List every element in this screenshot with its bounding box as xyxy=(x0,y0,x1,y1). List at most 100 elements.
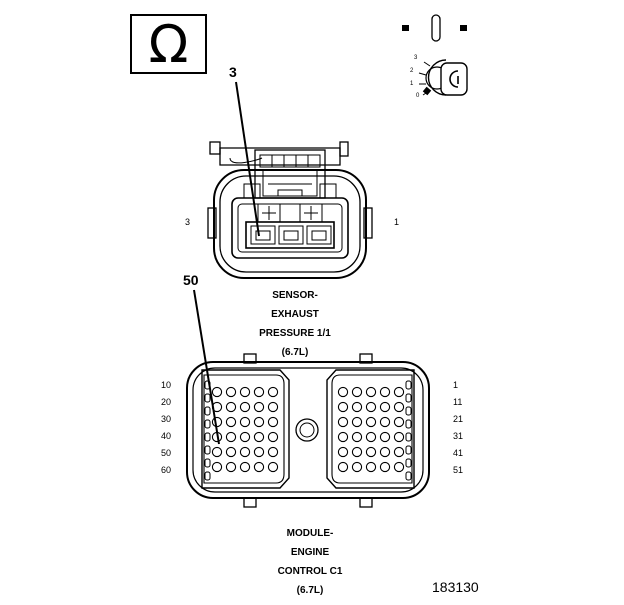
ecm-pin-cavity xyxy=(225,431,237,443)
ecm-pin-cavity xyxy=(225,461,237,473)
ecm-pin-cavity xyxy=(351,461,363,473)
ecm-caption-line-1: MODULE- xyxy=(286,528,334,539)
ecm-pin-cavity xyxy=(337,401,349,413)
ecm-pin-cavity xyxy=(239,446,251,458)
ecm-right-row-label: 21 xyxy=(453,414,464,424)
ignition-position-3: 3 xyxy=(414,55,418,61)
ecm-pin-cavity xyxy=(379,431,391,443)
sensor-terminal-contact xyxy=(255,230,271,241)
ecm-pin-cavity xyxy=(253,401,265,413)
sensor-terminal-cavity xyxy=(250,225,276,245)
sensor-caption-line-4: (6.7L) xyxy=(281,347,309,358)
ignition-position-0: 0 xyxy=(416,93,420,99)
ecm-right-row-label: 51 xyxy=(453,465,464,475)
sensor-terminal-contact xyxy=(311,230,327,241)
ecm-pin-cavity xyxy=(239,431,251,443)
ecm-pin-cavity xyxy=(253,386,265,398)
ecm-pin-cavity xyxy=(253,431,265,443)
ecm-side-slot xyxy=(204,393,211,403)
ecm-pin-cavity xyxy=(211,386,223,398)
sensor-connector-face xyxy=(207,141,373,279)
ecm-pin-cavity xyxy=(351,386,363,398)
ecm-pin-cavity xyxy=(225,416,237,428)
ecm-left-row-label: 30 xyxy=(161,414,172,424)
callout-sensor-pin-3: 3 xyxy=(229,64,237,80)
ecm-right-row-label: 1 xyxy=(453,380,459,390)
ecm-pin-cavity xyxy=(365,431,377,443)
ecm-side-slot xyxy=(405,406,412,416)
ecm-pin-cavity xyxy=(267,461,279,473)
ignition-switch-icon xyxy=(402,14,468,96)
ecm-pin-cavity xyxy=(239,416,251,428)
ecm-right-row-label: 11 xyxy=(453,397,463,407)
ecm-pin-cavity xyxy=(267,386,279,398)
sensor-terminal-cavity xyxy=(278,225,304,245)
ecm-pin-cavity xyxy=(337,416,349,428)
ecm-side-slot xyxy=(204,432,211,442)
sensor-terminal-contact xyxy=(283,230,299,241)
ecm-pin-cavity xyxy=(225,446,237,458)
sensor-connector-caption: SENSOR- EXHAUST PRESSURE 1/1 (6.7L) xyxy=(230,286,360,362)
ecm-pin-cavity xyxy=(225,401,237,413)
ecm-pin-cavity xyxy=(337,461,349,473)
ecm-caption-line-3: CONTROL C1 xyxy=(277,566,343,577)
sensor-caption-line-3: PRESSURE 1/1 xyxy=(259,328,331,339)
ecm-side-slot xyxy=(405,380,412,390)
ecm-left-row-label: 50 xyxy=(161,448,172,458)
ecm-pin-cavity xyxy=(211,416,223,428)
ecm-pin-cavity xyxy=(351,446,363,458)
ecm-right-row-label: 41 xyxy=(453,448,464,458)
ecm-pin-cavity xyxy=(379,461,391,473)
ecm-pin-cavity xyxy=(253,416,265,428)
ecm-side-slot xyxy=(204,406,211,416)
ecm-pin-cavity xyxy=(337,386,349,398)
ecm-connector-caption: MODULE- ENGINE CONTROL C1 (6.7L) xyxy=(245,524,375,600)
ecm-pin-cavity xyxy=(211,446,223,458)
ecm-pin-cavity xyxy=(267,416,279,428)
ecm-pin-cavity xyxy=(365,446,377,458)
ecm-pin-cavity xyxy=(379,401,391,413)
ecm-left-row-label: 20 xyxy=(161,397,172,407)
ecm-pin-cavity xyxy=(393,431,405,443)
ecm-left-row-label: 40 xyxy=(161,431,172,441)
callout-ecm-pin-50: 50 xyxy=(183,272,199,288)
ecm-side-slot xyxy=(405,471,412,481)
ecm-pin-cavity xyxy=(351,431,363,443)
ecm-side-slot xyxy=(204,471,211,481)
ecm-pin-cavity xyxy=(239,386,251,398)
ecm-pin-cavity xyxy=(267,431,279,443)
ecm-pin-cavity xyxy=(393,401,405,413)
ecm-side-slot xyxy=(204,445,211,455)
ecm-pin-cavity xyxy=(211,461,223,473)
figure-id: 183130 xyxy=(432,579,479,595)
sensor-caption-line-1: SENSOR- xyxy=(272,290,318,301)
ecm-pin-cavity xyxy=(267,401,279,413)
ecm-pin-cavity xyxy=(337,446,349,458)
ecm-side-slot xyxy=(405,445,412,455)
ecm-side-slot xyxy=(405,419,412,429)
ecm-caption-line-2: ENGINE xyxy=(290,547,330,558)
callout-leaders xyxy=(193,81,260,445)
ecm-pin-cavity xyxy=(365,461,377,473)
ecm-right-row-label: 31 xyxy=(453,431,464,441)
ignition-position-2: 2 xyxy=(410,68,414,74)
ohm-symbol: Ω xyxy=(149,15,189,75)
ecm-pin-cavity xyxy=(225,386,237,398)
ecm-side-slot xyxy=(204,458,211,468)
ecm-side-slot xyxy=(204,419,211,429)
ohmmeter-icon: Ω xyxy=(130,14,207,75)
ecm-caption-line-4: (6.7L) xyxy=(296,585,324,596)
ecm-pin-cavity xyxy=(379,446,391,458)
ecm-pin-cavity xyxy=(365,386,377,398)
ecm-connector-face xyxy=(186,353,430,508)
ecm-pin-cavity xyxy=(351,416,363,428)
ecm-left-row-label: 60 xyxy=(161,465,172,475)
ecm-pin-cavity xyxy=(379,386,391,398)
sensor-left-pin-label: 3 xyxy=(185,217,191,227)
ecm-pin-cavity xyxy=(239,401,251,413)
ecm-side-slot xyxy=(405,432,412,442)
ecm-side-slot xyxy=(405,393,412,403)
ecm-pin-cavity xyxy=(393,386,405,398)
ecm-pin-cavity xyxy=(337,431,349,443)
